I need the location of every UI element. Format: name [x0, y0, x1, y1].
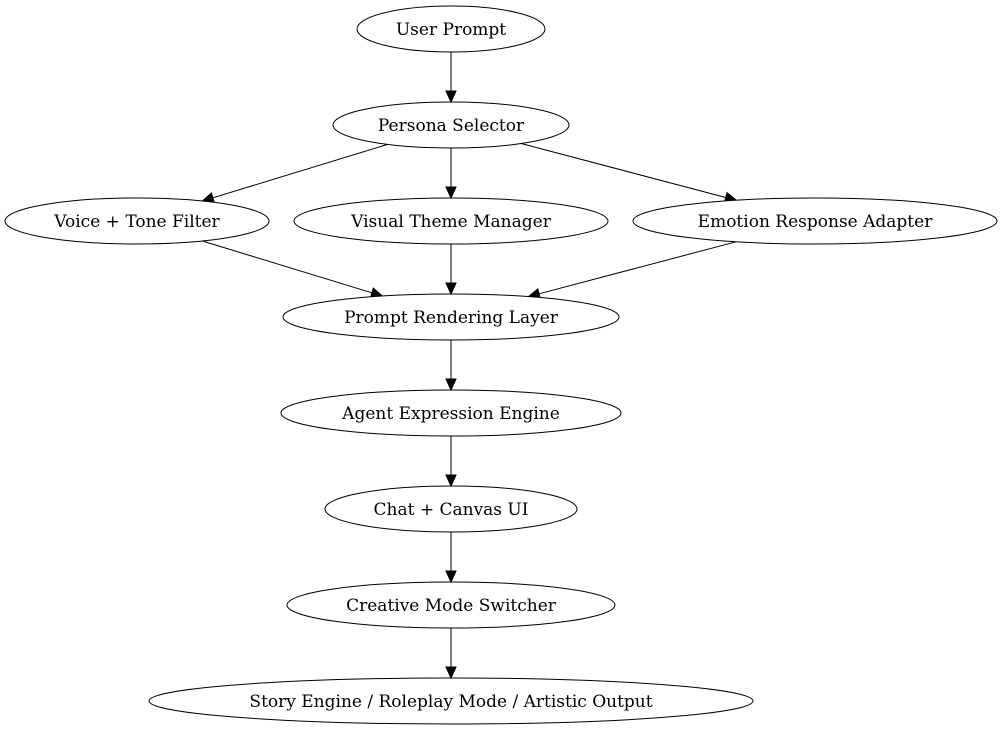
- node-label: Voice + Tone Filter: [53, 212, 220, 232]
- node-ellipse: [324, 485, 578, 533]
- edge-persona_selector-to-emotion_response_adapter: [520, 143, 738, 203]
- edge-voice_tone_filter-to-prompt_rendering_layer: [202, 240, 384, 299]
- arrowhead-icon: [445, 474, 457, 488]
- node-story-engine-output: Story Engine / Roleplay Mode / Artistic …: [148, 677, 754, 725]
- edge-emotion_response_adapter-to-prompt_rendering_layer: [527, 241, 737, 300]
- edge-creative_mode_switcher-to-story_engine_output: [445, 628, 457, 680]
- edge-agent_expression_engine-to-chat_canvas_ui: [445, 436, 457, 488]
- node-ellipse: [293, 197, 609, 245]
- edge-persona_selector-to-visual_theme_manager: [445, 148, 457, 200]
- node-ellipse: [356, 5, 546, 53]
- node-ellipse: [280, 389, 622, 437]
- node-label: Emotion Response Adapter: [698, 212, 934, 232]
- edge-chat_canvas_ui-to-creative_mode_switcher: [445, 532, 457, 584]
- node-label: User Prompt: [396, 20, 506, 40]
- edge-line: [212, 143, 388, 199]
- edges-layer: [201, 52, 738, 680]
- edge-prompt_rendering_layer-to-agent_expression_engine: [445, 340, 457, 392]
- node-label: Chat + Canvas UI: [374, 500, 529, 520]
- node-label: Creative Mode Switcher: [346, 596, 557, 616]
- node-voice-tone-filter: Voice + Tone Filter: [4, 197, 270, 245]
- node-persona-selector: Persona Selector: [332, 101, 570, 149]
- node-ellipse: [286, 581, 616, 629]
- node-user-prompt: User Prompt: [356, 5, 546, 53]
- edge-line: [520, 143, 726, 198]
- node-ellipse: [332, 101, 570, 149]
- edge-user_prompt-to-persona_selector: [445, 52, 457, 104]
- node-label: Visual Theme Manager: [350, 212, 552, 232]
- node-chat-canvas-ui: Chat + Canvas UI: [324, 485, 578, 533]
- arrowhead-icon: [445, 378, 457, 392]
- edge-persona_selector-to-voice_tone_filter: [201, 143, 388, 204]
- node-agent-expression-engine: Agent Expression Engine: [280, 389, 622, 437]
- edge-line: [202, 240, 372, 294]
- arrowhead-icon: [445, 666, 457, 680]
- node-visual-theme-manager: Visual Theme Manager: [293, 197, 609, 245]
- arrowhead-icon: [445, 570, 457, 584]
- arrowhead-icon: [445, 282, 457, 296]
- node-ellipse: [632, 197, 998, 245]
- node-ellipse: [148, 677, 754, 725]
- node-ellipse: [282, 293, 620, 341]
- node-label: Story Engine / Roleplay Mode / Artistic …: [249, 692, 652, 712]
- node-label: Prompt Rendering Layer: [344, 308, 559, 328]
- node-ellipse: [4, 197, 270, 245]
- edge-visual_theme_manager-to-prompt_rendering_layer: [445, 244, 457, 296]
- node-label: Agent Expression Engine: [341, 404, 560, 424]
- arrowhead-icon: [445, 186, 457, 200]
- node-label: Persona Selector: [378, 116, 525, 136]
- edge-line: [538, 241, 737, 295]
- node-prompt-rendering-layer: Prompt Rendering Layer: [282, 293, 620, 341]
- node-creative-mode-switcher: Creative Mode Switcher: [286, 581, 616, 629]
- arrowhead-icon: [445, 90, 457, 104]
- node-emotion-response-adapter: Emotion Response Adapter: [632, 197, 998, 245]
